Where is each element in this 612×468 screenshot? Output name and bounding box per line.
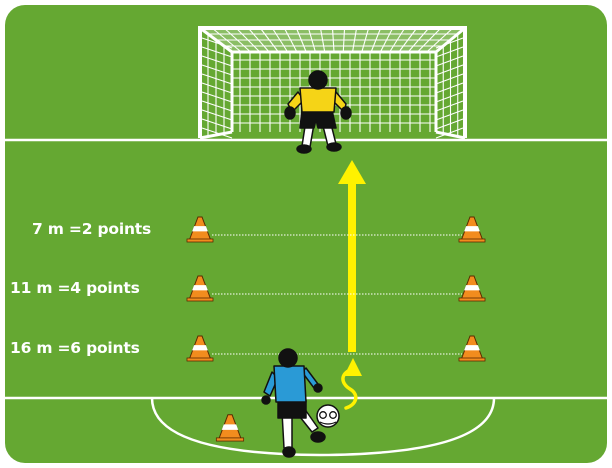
zone-label-16m: 16 m =6 points [10, 337, 166, 359]
zone-label-11m: 11 m =4 points [10, 277, 166, 299]
soccer-ball-icon [317, 405, 339, 427]
zone-label-7m: 7 m =2 points [32, 218, 188, 240]
